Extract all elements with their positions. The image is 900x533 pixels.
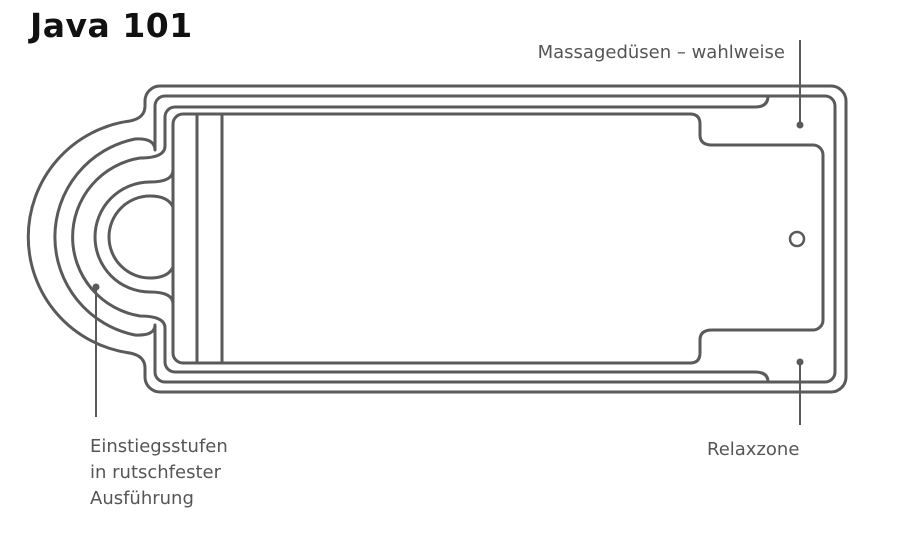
pool-basin [171,112,825,365]
pool-model-title: Java 101 [30,6,193,45]
pool-outer-edge [26,84,848,394]
pool-bench-edge [71,94,770,384]
pool-second-edge [53,94,837,384]
drain-icon [788,230,806,248]
entry-steps-line-3: Ausführung [90,488,194,509]
relax-zone-label: Relaxzone [707,439,800,460]
entry-steps-label: Einstiegsstufen in rutschfester Ausführu… [90,434,228,512]
entry-steps-line-2: in rutschfester [90,462,222,483]
entry-step-1 [93,168,175,306]
entry-steps-line-1: Einstiegsstufen [90,436,228,457]
entry-step-2 [107,194,175,280]
massage-jets-label: Massagedüsen – wahlweise [537,42,785,63]
